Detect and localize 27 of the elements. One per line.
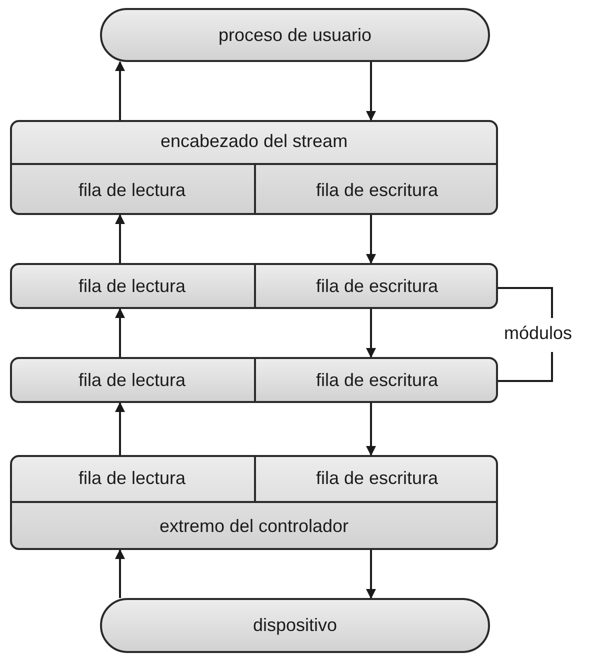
terminal-label: proceso de usuario: [218, 24, 372, 46]
module-box: [10, 263, 498, 309]
queue-cell: fila de lectura: [10, 263, 256, 309]
terminal-label: dispositivo: [252, 615, 338, 636]
arrow: [366, 215, 376, 264]
arrow: [115, 308, 125, 357]
queue-cell: fila de escritura: [256, 263, 498, 309]
group-label: módulos: [504, 323, 572, 344]
stream-head-box: [10, 120, 498, 215]
header-label: encabezado del stream: [160, 131, 348, 152]
arrow: [115, 402, 125, 455]
arrow: [366, 550, 376, 599]
queue-cell: fila de escritura: [256, 357, 498, 403]
module-box: [10, 357, 498, 403]
queue-cell: fila de lectura: [10, 455, 256, 503]
arrow: [366, 403, 376, 456]
queue-cell: fila de escritura: [256, 455, 498, 503]
queue-cell: fila de lectura: [10, 357, 256, 403]
header-label: extremo del controlador: [159, 516, 349, 537]
queue-cell: fila de lectura: [10, 163, 256, 215]
arrow: [366, 62, 376, 121]
queue-cell: fila de escritura: [256, 163, 498, 215]
arrow: [115, 61, 125, 120]
driver-box: [10, 455, 498, 550]
arrow: [366, 309, 376, 358]
arrow: [115, 214, 125, 263]
arrow: [115, 549, 125, 598]
